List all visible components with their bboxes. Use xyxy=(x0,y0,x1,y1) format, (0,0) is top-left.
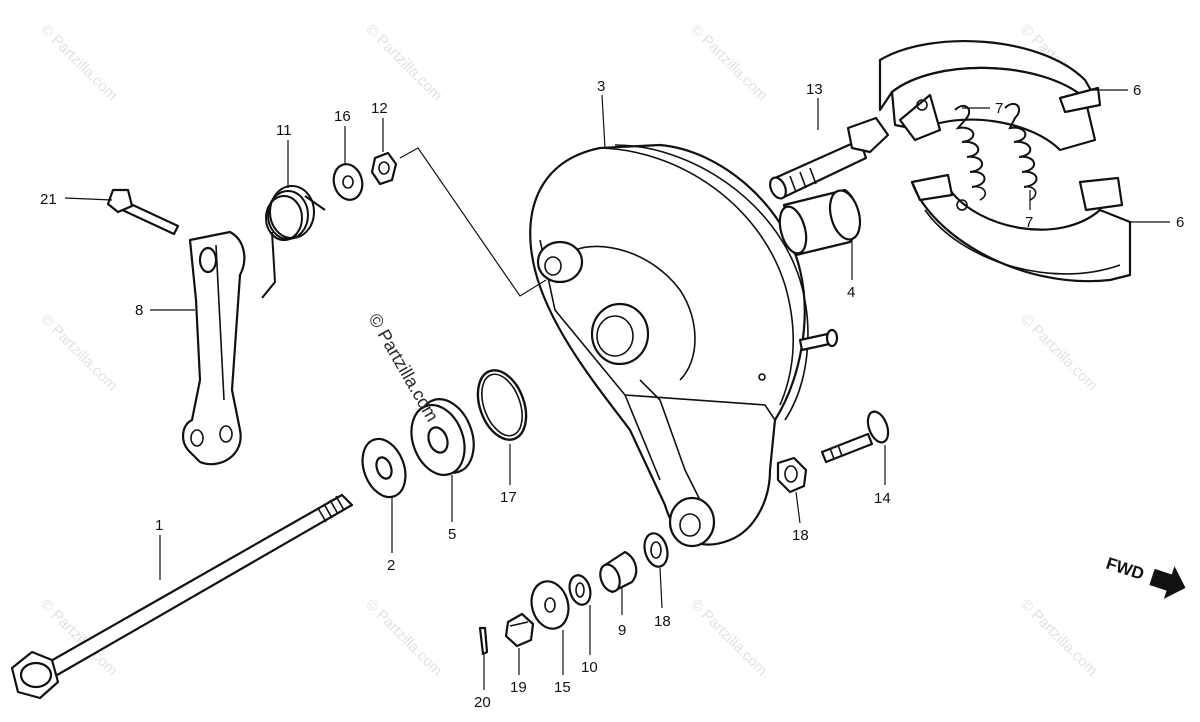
watermark: © Partzilla.com xyxy=(687,596,770,679)
callout-18-upper[interactable]: 18 xyxy=(792,527,809,544)
part-brake-shoe-lower[interactable] xyxy=(910,173,1132,283)
part-spring-left[interactable] xyxy=(954,104,987,201)
part-return-spring[interactable] xyxy=(261,185,326,299)
callout-15[interactable]: 15 xyxy=(554,679,571,696)
part-spring-right[interactable] xyxy=(1004,102,1038,201)
part-brake-arm[interactable] xyxy=(182,230,246,466)
part-washer-10[interactable] xyxy=(566,573,593,607)
fwd-arrow-icon xyxy=(1149,566,1186,599)
part-collar-5[interactable] xyxy=(402,391,483,482)
part-oring-17[interactable] xyxy=(469,364,535,447)
watermark: © Partzilla.com xyxy=(37,21,120,104)
callout-21[interactable]: 21 xyxy=(40,191,57,208)
callout-7-upper[interactable]: 7 xyxy=(995,100,1003,117)
callout-8[interactable]: 8 xyxy=(135,302,143,319)
callout-20[interactable]: 20 xyxy=(474,694,491,711)
callout-13[interactable]: 13 xyxy=(806,81,823,98)
watermark: © Partzilla.com xyxy=(1017,311,1100,394)
part-bolt-14[interactable] xyxy=(820,409,892,464)
part-nut-18-upper[interactable] xyxy=(776,456,808,494)
part-collar-9[interactable] xyxy=(597,550,638,594)
part-nut-12[interactable] xyxy=(370,151,398,186)
callout-19[interactable]: 19 xyxy=(510,679,527,696)
part-brake-panel[interactable] xyxy=(529,143,839,548)
part-cotter-pin-20[interactable] xyxy=(478,626,489,656)
callout-labels: 1 2 3 4 5 6 6 7 7 8 9 10 11 12 13 14 15 … xyxy=(40,78,1184,711)
callout-10[interactable]: 10 xyxy=(581,659,598,676)
part-washer-15[interactable] xyxy=(526,577,573,633)
callout-7-lower[interactable]: 7 xyxy=(1025,214,1033,231)
callout-2[interactable]: 2 xyxy=(387,557,395,574)
part-washer-2[interactable] xyxy=(355,433,413,503)
fwd-indicator: FWD xyxy=(1104,554,1186,599)
part-brake-shoe-upper[interactable] xyxy=(878,40,1102,152)
fwd-label: FWD xyxy=(1104,554,1147,584)
callout-1[interactable]: 1 xyxy=(155,517,163,534)
leader-lines xyxy=(64,89,1170,690)
part-castle-nut-19[interactable] xyxy=(504,612,535,648)
callout-18-lower[interactable]: 18 xyxy=(654,613,671,630)
callout-5[interactable]: 5 xyxy=(448,526,456,543)
callout-9[interactable]: 9 xyxy=(618,622,626,639)
callout-3[interactable]: 3 xyxy=(597,78,605,95)
watermark: © Partzilla.com xyxy=(362,21,445,104)
watermark: © Partzilla.com xyxy=(687,21,770,104)
part-bolt-21[interactable] xyxy=(106,188,180,236)
callout-4[interactable]: 4 xyxy=(847,284,855,301)
callout-17[interactable]: 17 xyxy=(500,489,517,506)
part-nut-18-lower[interactable] xyxy=(641,531,671,570)
watermark: © Partzilla.com xyxy=(1017,596,1100,679)
callout-16[interactable]: 16 xyxy=(334,108,351,125)
part-sleeve-4[interactable] xyxy=(775,187,865,257)
watermark: © Partzilla.com xyxy=(37,311,120,394)
callout-6-upper[interactable]: 6 xyxy=(1133,82,1141,99)
watermark: © Partzilla.com xyxy=(362,596,445,679)
part-axle[interactable] xyxy=(10,493,354,700)
callout-14[interactable]: 14 xyxy=(874,490,891,507)
callout-12[interactable]: 12 xyxy=(371,100,388,117)
callout-6-lower[interactable]: 6 xyxy=(1176,214,1184,231)
watermark-main: © Partzilla.com xyxy=(365,310,443,425)
part-brake-cam[interactable] xyxy=(767,116,890,201)
callout-11[interactable]: 11 xyxy=(276,122,292,139)
part-washer-16[interactable] xyxy=(330,161,366,203)
